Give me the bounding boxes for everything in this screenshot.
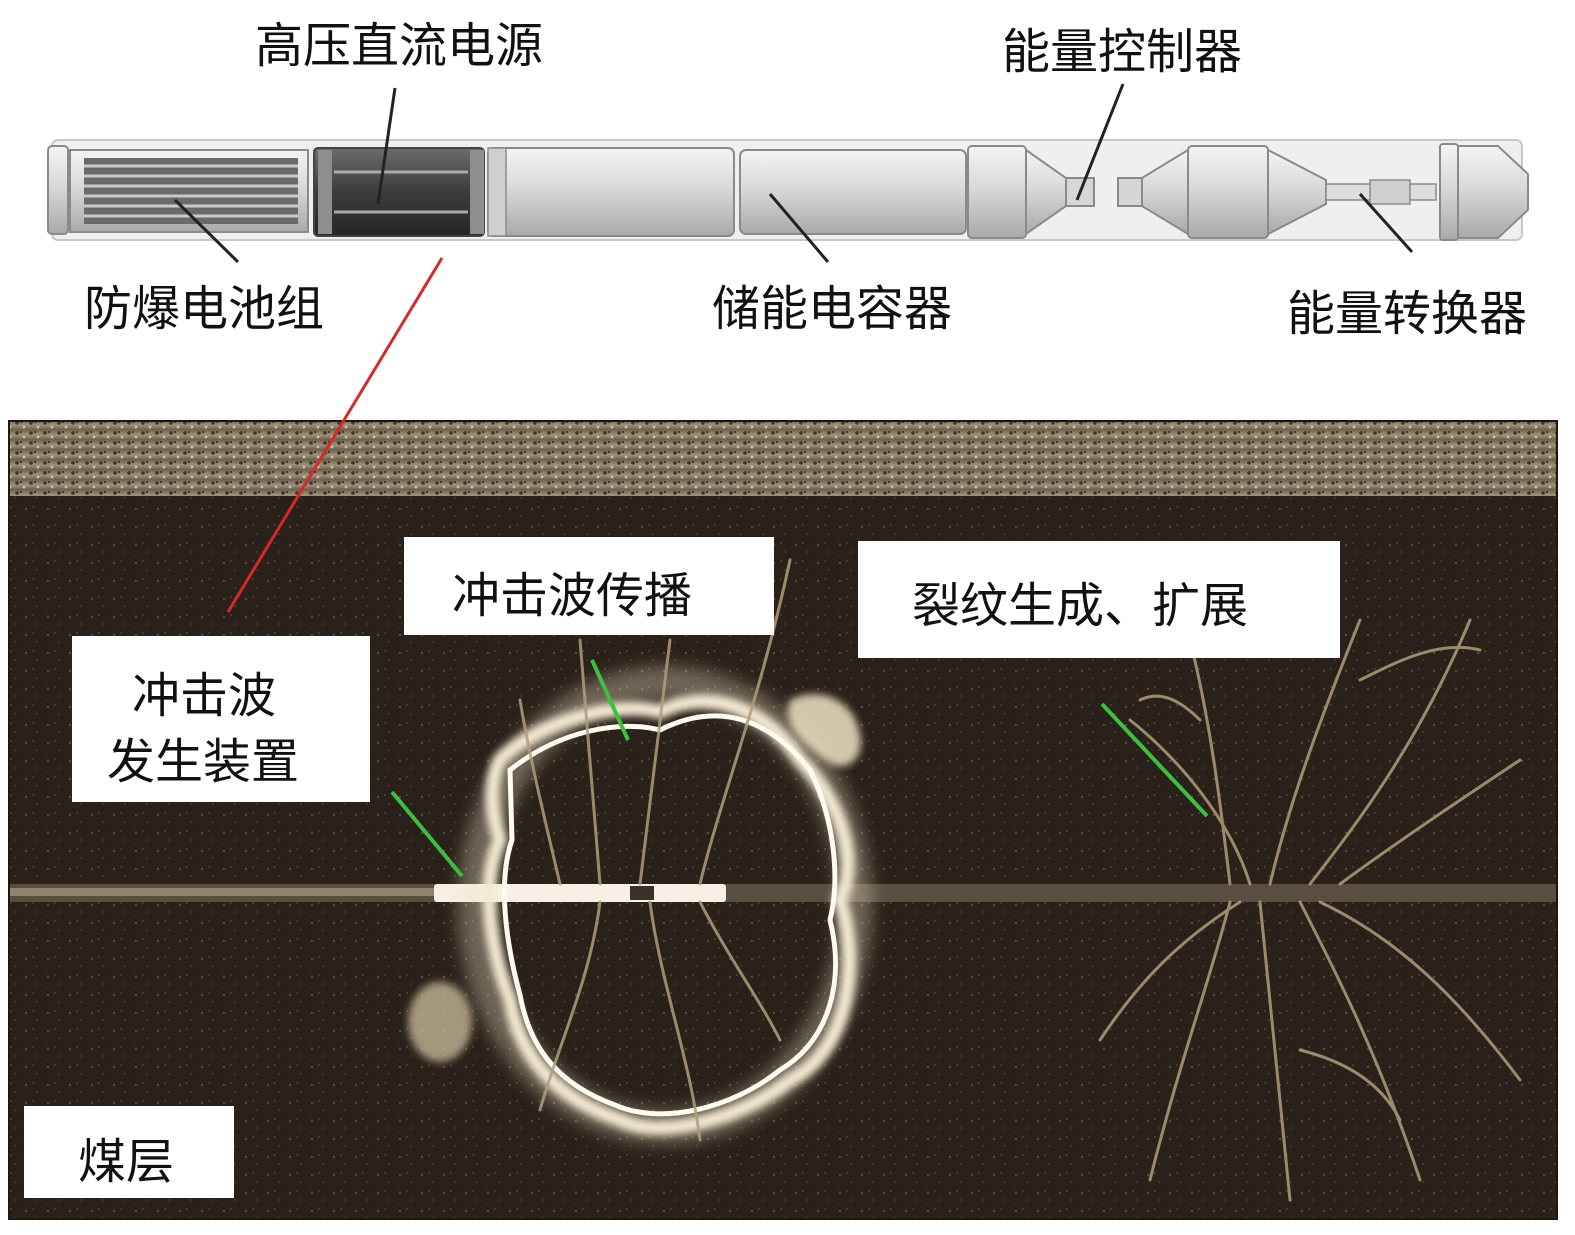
rock-layer [10, 422, 1556, 496]
box-crack-growth [858, 541, 1340, 658]
label-explosion-proof-battery: 防爆电池组 [84, 281, 324, 337]
converter-body [1187, 145, 1269, 239]
leader-generator [390, 790, 464, 878]
controller-gap-block [1065, 177, 1095, 207]
label-generator-line2: 发生装置 [107, 734, 299, 790]
scene-leader-lines [390, 659, 1209, 878]
leader-capacitor [768, 193, 830, 263]
converter-cone-right [1267, 148, 1327, 236]
box-coal-seam [24, 1106, 234, 1198]
leader-energy-controller [1075, 83, 1125, 201]
leader-battery [173, 198, 240, 264]
device-right-cap [1457, 145, 1529, 239]
leader-hv-dc-power [376, 87, 397, 205]
label-energy-converter: 能量转换器 [1287, 286, 1527, 342]
capacitor-section-1 [487, 147, 735, 237]
box-generator [72, 636, 370, 802]
capacitor-section-2 [739, 149, 967, 235]
leader-converter [1358, 192, 1414, 254]
leader-shockwave [590, 659, 630, 741]
device-left-cap [47, 145, 69, 235]
box-shockwave-propagation [404, 537, 774, 635]
device-right-cap-ring [1439, 143, 1459, 241]
label-generator-line1: 冲击波 [132, 668, 276, 724]
label-energy-controller: 能量控制器 [1002, 24, 1242, 80]
cracks [518, 558, 1522, 1202]
label-shockwave-propagation: 冲击波传播 [452, 568, 692, 624]
connector-line-red [226, 257, 444, 613]
label-crack-growth: 裂纹生成、扩展 [912, 578, 1248, 634]
controller-housing [967, 145, 1027, 239]
coal-scene: 冲击波传播 裂纹生成、扩展 冲击波 发生装置 煤层 [8, 420, 1558, 1220]
device-leader-lines [173, 83, 1414, 264]
battery-cells [84, 158, 298, 224]
leader-crack [1100, 702, 1209, 818]
device-illustration [47, 139, 1529, 241]
label-storage-capacitor: 储能电容器 [712, 281, 952, 337]
label-hv-dc-power: 高压直流电源 [255, 18, 543, 74]
label-coal-seam: 煤层 [78, 1134, 174, 1190]
hv-power-section [313, 147, 485, 237]
